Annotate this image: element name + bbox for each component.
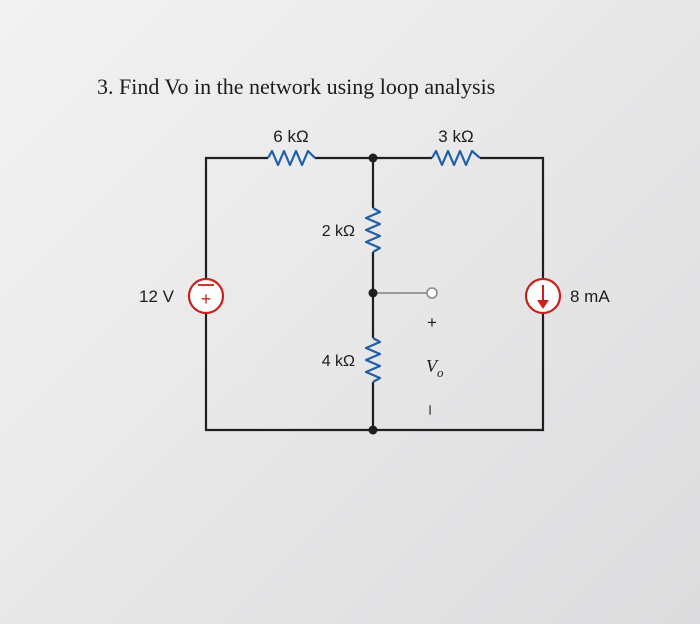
resistor-4k xyxy=(364,337,382,383)
label-8ma: 8 mA xyxy=(570,287,610,306)
current-arrow-icon xyxy=(537,300,549,309)
current-source-8ma xyxy=(524,277,562,315)
problem-statement: 3. Find Vo in the network using loop ana… xyxy=(97,74,495,100)
top-right-wire xyxy=(480,156,545,279)
vo-terminal xyxy=(426,287,438,299)
label-6k: 6 kΩ xyxy=(273,127,308,146)
problem-number: 3. xyxy=(97,74,114,99)
node-bottom xyxy=(368,425,378,435)
vo-minus: – xyxy=(422,405,441,415)
resistor-2k xyxy=(364,207,382,253)
voltage-source-12v: + xyxy=(187,277,225,315)
problem-text: Find Vo in the network using loop analys… xyxy=(119,74,496,99)
top-left-wire xyxy=(204,156,268,280)
vo-letter: V xyxy=(426,356,439,376)
resistor-6k xyxy=(267,149,316,167)
vo-subscript: o xyxy=(437,365,444,380)
node-top xyxy=(368,153,378,163)
voltage-source-plus: + xyxy=(201,289,212,309)
node-middle xyxy=(368,288,378,298)
label-3k: 3 kΩ xyxy=(438,127,473,146)
label-2k: 2 kΩ xyxy=(322,223,355,240)
resistor-3k xyxy=(431,149,481,167)
label-4k: 4 kΩ xyxy=(322,353,355,370)
vo-label: Vo xyxy=(426,356,444,380)
bottom-left-wire xyxy=(204,313,545,432)
vo-plus: + xyxy=(427,313,437,332)
label-12v: 12 V xyxy=(139,287,175,306)
